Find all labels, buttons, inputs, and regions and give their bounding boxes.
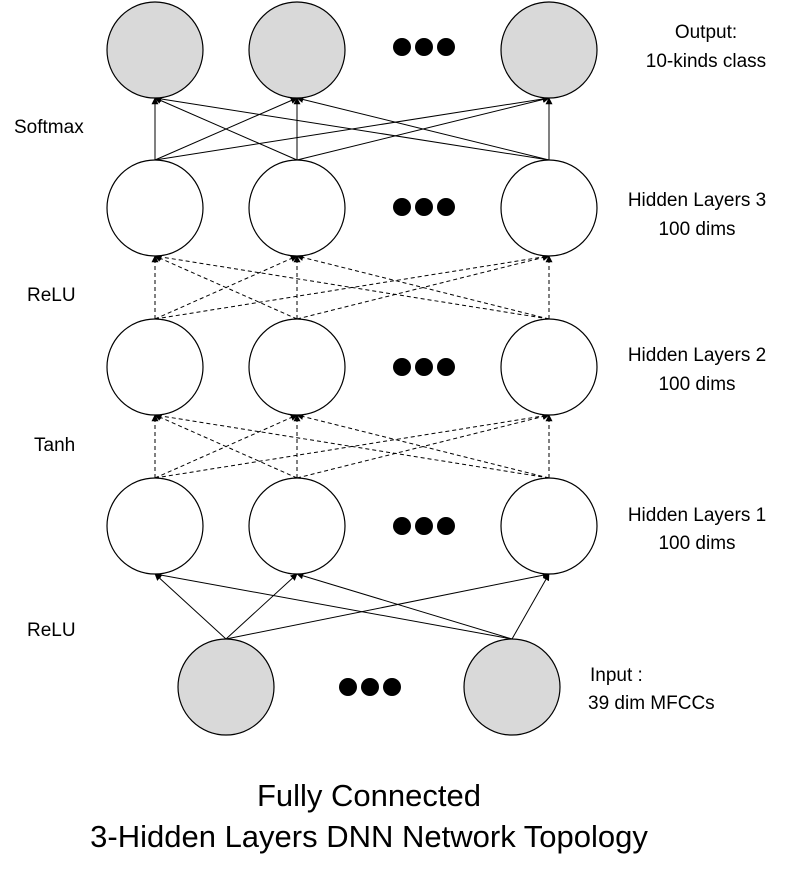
hidden-1-neuron-2	[248, 477, 346, 575]
hidden-layer-2-label-line2: 100 dims	[658, 374, 735, 395]
activation-relu-upper-label: ReLU	[27, 285, 76, 306]
hidden-3-neuron-2	[248, 159, 346, 257]
connection-input-1-to-hidden-1-1	[296, 572, 513, 640]
connection-input-0-to-hidden-1-0	[154, 573, 227, 640]
connection-hidden-2-2-to-hidden-3-1	[296, 254, 550, 320]
connection-input-1-to-hidden-1-0	[154, 571, 513, 640]
output-neuron-3	[500, 1, 598, 99]
connection-input-1-to-hidden-1-2	[511, 573, 550, 640]
input-ellipsis-dot-3	[383, 678, 401, 696]
input-ellipsis-dot-2	[361, 678, 379, 696]
hidden-3-ellipsis-dot-3	[437, 198, 455, 216]
output-neuron-1	[106, 1, 204, 99]
activation-tanh-label: Tanh	[34, 435, 75, 456]
input-neuron-2	[463, 638, 561, 736]
ellipsis-dots	[339, 38, 455, 696]
hidden-1-neuron-1	[106, 477, 204, 575]
hidden-2-neuron-3	[500, 318, 598, 416]
connection-hidden-2-2-to-hidden-3-0	[154, 253, 550, 320]
output-ellipsis-dot-3	[437, 38, 455, 56]
hidden-2-ellipsis-dot-2	[415, 358, 433, 376]
connection-hidden-3-2-to-output-1	[296, 96, 550, 161]
hidden-3-neuron-3	[500, 159, 598, 257]
output-ellipsis-dot-1	[393, 38, 411, 56]
connections	[151, 95, 553, 640]
output-layer-label-line2: 10-kinds class	[646, 51, 766, 72]
hidden-1-ellipsis-dot-1	[393, 517, 411, 535]
output-neuron-2	[248, 1, 346, 99]
connection-input-0-to-hidden-1-2	[225, 571, 550, 640]
hidden-layer-1-label-line1: Hidden Layers 1	[628, 505, 766, 526]
connection-hidden-2-1-to-hidden-3-0	[154, 255, 298, 320]
hidden-3-ellipsis-dot-1	[393, 198, 411, 216]
connection-hidden-1-2-to-hidden-2-0	[154, 412, 550, 479]
hidden-1-ellipsis-dot-3	[437, 517, 455, 535]
output-ellipsis-dot-2	[415, 38, 433, 56]
hidden-layer-3-label-line1: Hidden Layers 3	[628, 190, 766, 211]
connection-hidden-3-1-to-output-0	[154, 97, 298, 161]
hidden-2-neuron-2	[248, 318, 346, 416]
hidden-2-neuron-1	[106, 318, 204, 416]
connection-hidden-3-2-to-output-0	[154, 95, 550, 161]
connection-hidden-1-2-to-hidden-2-1	[296, 413, 550, 479]
output-layer-label-line1: Output:	[675, 22, 737, 43]
hidden-2-ellipsis-dot-1	[393, 358, 411, 376]
activation-softmax-label: Softmax	[14, 117, 84, 138]
hidden-layer-3-label-line2: 100 dims	[658, 219, 735, 240]
neurons	[106, 1, 598, 736]
hidden-2-ellipsis-dot-3	[437, 358, 455, 376]
input-layer-label-line2: 39 dim MFCCs	[588, 693, 715, 714]
input-layer-label-line1: Input :	[590, 665, 643, 686]
connection-input-0-to-hidden-1-1	[225, 573, 298, 640]
diagram-title-line1: Fully Connected	[257, 778, 481, 813]
hidden-layer-1-label-line2: 100 dims	[658, 533, 735, 554]
hidden-layer-2-label-line1: Hidden Layers 2	[628, 345, 766, 366]
connection-hidden-1-1-to-hidden-2-0	[154, 414, 298, 479]
input-ellipsis-dot-1	[339, 678, 357, 696]
hidden-1-neuron-3	[500, 477, 598, 575]
hidden-3-neuron-1	[106, 159, 204, 257]
hidden-3-ellipsis-dot-2	[415, 198, 433, 216]
input-neuron-1	[177, 638, 275, 736]
activation-relu-lower-label: ReLU	[27, 620, 76, 641]
diagram-title-line2: 3-Hidden Layers DNN Network Topology	[90, 819, 648, 854]
hidden-1-ellipsis-dot-2	[415, 517, 433, 535]
